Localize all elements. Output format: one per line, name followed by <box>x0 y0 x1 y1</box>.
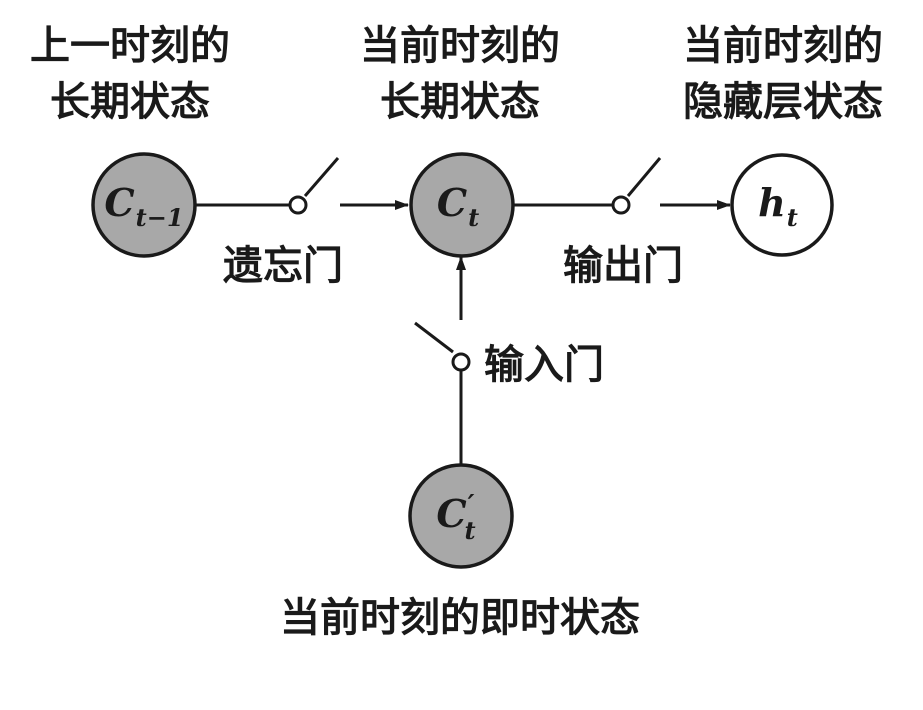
curr-long-term-label: 当前时刻的 长期状态 <box>345 18 575 130</box>
output-switch-blade <box>626 157 662 197</box>
curr-cell-subscript: t <box>468 203 479 232</box>
svg-text:C′t: C′t <box>436 490 475 545</box>
prev-cell-symbol: C <box>104 180 134 225</box>
forget-switch-blade <box>303 157 340 197</box>
curr-hidden-line-1: 当前时刻的 <box>683 23 883 69</box>
hidden-node: ht <box>730 153 834 257</box>
svg-text:Ct: Ct <box>437 180 479 232</box>
candidate-subscript: t <box>465 516 476 545</box>
curr-long-term-line-1: 当前时刻的 <box>360 23 560 69</box>
hidden-symbol: h <box>758 180 786 225</box>
prev-cell-subscript: t−1 <box>136 203 184 232</box>
forget-gate-label: 遗忘门 <box>223 243 343 289</box>
curr-cell-symbol: C <box>437 180 467 225</box>
svg-text:Ct−1: Ct−1 <box>104 180 183 232</box>
prev-long-term-line-2: 长期状态 <box>50 79 210 125</box>
input-gate-label: 输入门 <box>484 342 604 388</box>
prev-long-term-label: 上一时刻的 长期状态 <box>20 18 240 130</box>
input-gate-pivot <box>451 352 471 372</box>
candidate-symbol: C <box>436 491 466 536</box>
svg-text:ht: ht <box>758 180 798 232</box>
output-gate-pivot <box>611 195 631 215</box>
forget-gate-pivot <box>288 195 308 215</box>
output-gate-label: 输出门 <box>563 243 683 289</box>
candidate-prime: ′ <box>468 490 475 520</box>
candidate-node: C′t <box>408 463 514 569</box>
candidate-state-label: 当前时刻的即时状态 <box>280 595 640 641</box>
curr-hidden-line-2: 隐藏层状态 <box>683 79 883 125</box>
curr-cell-node: Ct <box>409 152 515 258</box>
prev-cell-node: Ct−1 <box>91 152 197 258</box>
input-switch-blade <box>414 321 454 354</box>
curr-long-term-line-2: 长期状态 <box>380 79 540 125</box>
curr-hidden-label: 当前时刻的 隐藏层状态 <box>663 18 903 130</box>
prev-long-term-line-1: 上一时刻的 <box>30 23 230 69</box>
hidden-subscript: t <box>787 203 798 232</box>
